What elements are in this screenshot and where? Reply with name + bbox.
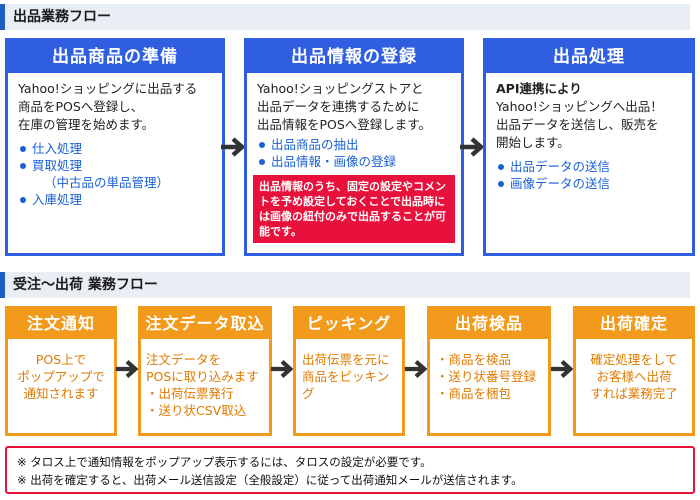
shipping-step-import-title: 注文データ取込 <box>141 309 269 339</box>
list-item: 仕入処理 <box>18 140 214 157</box>
listing-step-prepare-title: 出品商品の準備 <box>8 41 222 73</box>
shipping-step-inspect-title: 出荷検品 <box>430 309 548 339</box>
step-desc-line: 商品をPOSへ登録し、 <box>18 99 144 114</box>
step-desc-line: 開始します。 <box>496 135 570 150</box>
flow-arrow-icon <box>221 137 246 157</box>
step-desc-line: POSに取り込みます <box>146 369 259 384</box>
step-desc-line: すれば業務完了 <box>590 386 678 401</box>
step-desc-line: お客様へ出荷 <box>596 369 672 384</box>
step-desc-line: 商品をピッキング <box>302 369 390 401</box>
step-desc-line: 出品情報をPOSへ登録します。 <box>257 117 432 132</box>
step-desc-line: 出品データを送信し、販売を <box>496 117 659 132</box>
shipping-step-notify-title: 注文通知 <box>8 309 114 339</box>
shipping-step-picking: ピッキング 出荷伝票を元に 商品をピッキング <box>293 306 405 436</box>
step-desc-line: 注文データを <box>146 352 222 367</box>
shipping-step-notify: 注文通知 POS上で ポップアップで 通知されます <box>5 306 117 436</box>
note-line: ※ 出荷を確定すると、出荷メール送信設定（全般設定）に従って出荷通知メールが送信… <box>17 473 523 487</box>
step-desc-line: Yahoo!ショッピングへ出品！ <box>496 99 663 114</box>
step-desc-line: Yahoo!ショッピングに出品する <box>18 81 198 96</box>
step-desc-line: 出荷伝票を元に <box>302 352 390 367</box>
shipping-step-confirm: 出荷確定 確定処理をして お客様へ出荷 すれば業務完了 <box>573 306 695 436</box>
step-desc-line: ・商品を検品 <box>436 352 512 367</box>
listing-step-prepare: 出品商品の準備 Yahoo!ショッピングに出品する 商品をPOSへ登録し、 在庫… <box>5 38 225 256</box>
flow-arrow-icon <box>404 360 428 378</box>
shipping-step-import: 注文データ取込 注文データを POSに取り込みます ・出荷伝票発行 ・送り状CS… <box>138 306 272 436</box>
shipping-step-confirm-title: 出荷確定 <box>576 309 692 339</box>
step-desc-line: Yahoo!ショッピングストアと <box>257 81 424 96</box>
list-item-sub: （中古品の単品管理） <box>44 175 170 190</box>
listing-flow-heading: 出品業務フロー <box>0 4 690 30</box>
step-desc-line: POS上で <box>35 352 87 367</box>
list-item: 出品情報・画像の登録 <box>257 153 453 170</box>
listing-step-register-title: 出品情報の登録 <box>247 41 461 73</box>
step-desc-line: 在庫の管理を始めます。 <box>18 117 155 132</box>
note-line: ※ タロス上で通知情報をポップアップ表示するには、タロスの設定が必要です。 <box>17 455 432 469</box>
notes-box: ※ タロス上で通知情報をポップアップ表示するには、タロスの設定が必要です。 ※ … <box>5 446 695 494</box>
list-item: 買取処理 <box>18 157 214 174</box>
step-desc-line: 確定処理をして <box>590 352 678 367</box>
step-desc-line: API連携により <box>496 81 582 96</box>
shipping-step-picking-title: ピッキング <box>296 309 402 339</box>
listing-step-publish-title: 出品処理 <box>486 41 692 73</box>
flow-arrow-icon <box>550 360 574 378</box>
list-item: 画像データの送信 <box>496 175 684 192</box>
listing-register-note: 出品情報のうち、固定の設定やコメントを予め設定しておくことで出品時には画像の紐付… <box>253 175 455 243</box>
listing-step-register: 出品情報の登録 Yahoo!ショッピングストアと 出品データを連携するために 出… <box>244 38 464 256</box>
shipping-step-inspect: 出荷検品 ・商品を検品 ・送り状番号登録 ・商品を梱包 <box>427 306 551 436</box>
step-desc-line: 通知されます <box>23 386 99 401</box>
listing-step-publish: 出品処理 API連携により Yahoo!ショッピングへ出品！ 出品データを送信し… <box>483 38 695 256</box>
step-desc-line: 出品データを連携するために <box>257 99 420 114</box>
list-item: 出品商品の抽出 <box>257 136 453 153</box>
step-desc-line: ・送り状番号登録 <box>436 369 537 384</box>
step-desc-line: ポップアップで <box>17 369 105 384</box>
list-item: 入庫処理 <box>18 191 214 208</box>
step-desc-line: ・出荷伝票発行 <box>146 386 234 401</box>
flow-arrow-icon <box>270 360 294 378</box>
shipping-flow-heading: 受注～出荷 業務フロー <box>0 272 690 298</box>
step-desc-line: ・送り状CSV取込 <box>146 403 247 418</box>
step-desc-line: ・商品を梱包 <box>436 386 512 401</box>
flow-arrow-icon <box>460 137 485 157</box>
flow-arrow-icon <box>115 360 139 378</box>
list-item: 出品データの送信 <box>496 158 684 175</box>
